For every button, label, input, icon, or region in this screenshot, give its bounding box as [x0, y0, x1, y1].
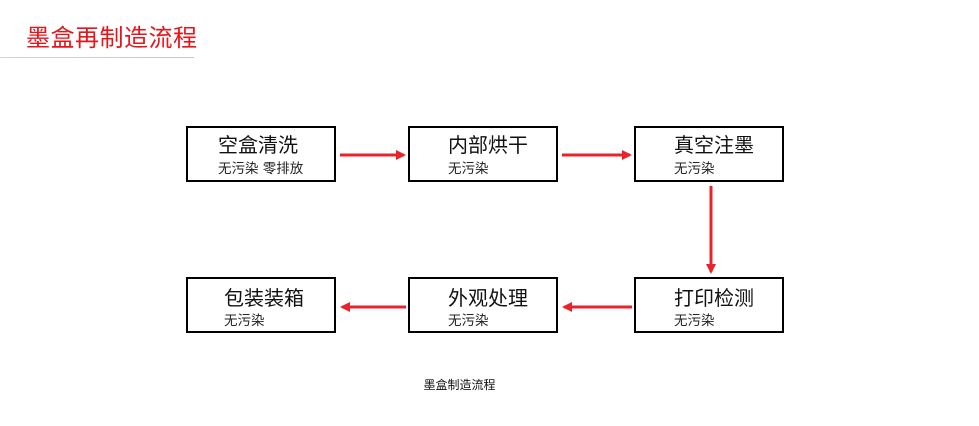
- step-name: 外观处理: [448, 286, 528, 310]
- step-internal-drying: 内部烘干 无污染: [408, 126, 558, 182]
- step-note: 无污染 零排放: [218, 161, 304, 177]
- diagram-caption: 墨盒制造流程: [423, 378, 496, 392]
- step-note: 无污染: [674, 313, 715, 329]
- step-packaging-boxing: 包装装箱 无污染: [186, 277, 336, 333]
- step-name: 内部烘干: [448, 133, 528, 157]
- step-note: 无污染: [448, 161, 489, 177]
- step-name: 包装装箱: [224, 286, 304, 310]
- step-note: 无污染: [224, 313, 265, 329]
- step-print-testing: 打印检测 无污染: [634, 277, 784, 333]
- step-vacuum-ink-filling: 真空注墨 无污染: [634, 126, 784, 182]
- step-empty-cartridge-cleaning: 空盒清洗 无污染 零排放: [186, 126, 336, 182]
- step-note: 无污染: [674, 161, 715, 177]
- page-title: 墨盒再制造流程: [26, 24, 198, 52]
- step-name: 真空注墨: [674, 133, 754, 157]
- title-underline: [0, 56, 194, 58]
- step-appearance-treatment: 外观处理 无污染: [408, 277, 558, 333]
- step-note: 无污染: [448, 313, 489, 329]
- step-name: 打印检测: [674, 286, 754, 310]
- step-name: 空盒清洗: [218, 133, 298, 157]
